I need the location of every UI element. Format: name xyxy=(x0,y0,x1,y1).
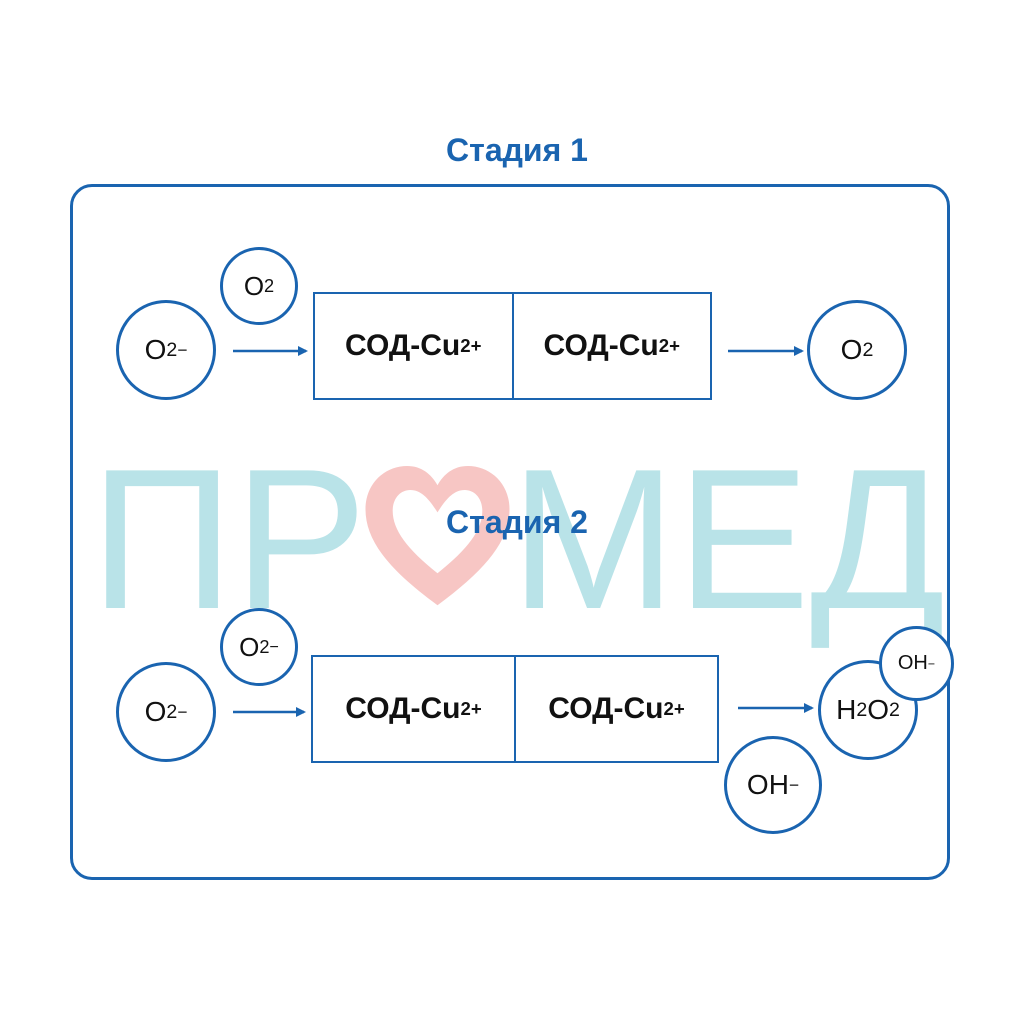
heart-logo-icon xyxy=(365,466,510,606)
stage2-hydroxide-small: OH− xyxy=(879,626,954,701)
watermark-text-left: ПР xyxy=(90,428,368,651)
stage2-title: Стадия 2 xyxy=(446,504,588,540)
diagram-frame xyxy=(70,184,950,880)
watermark-text-right: МЕД xyxy=(510,428,946,651)
stage2-hydroxide-large: OH− xyxy=(724,736,822,834)
stage1-title: Стадия 1 xyxy=(446,132,588,168)
